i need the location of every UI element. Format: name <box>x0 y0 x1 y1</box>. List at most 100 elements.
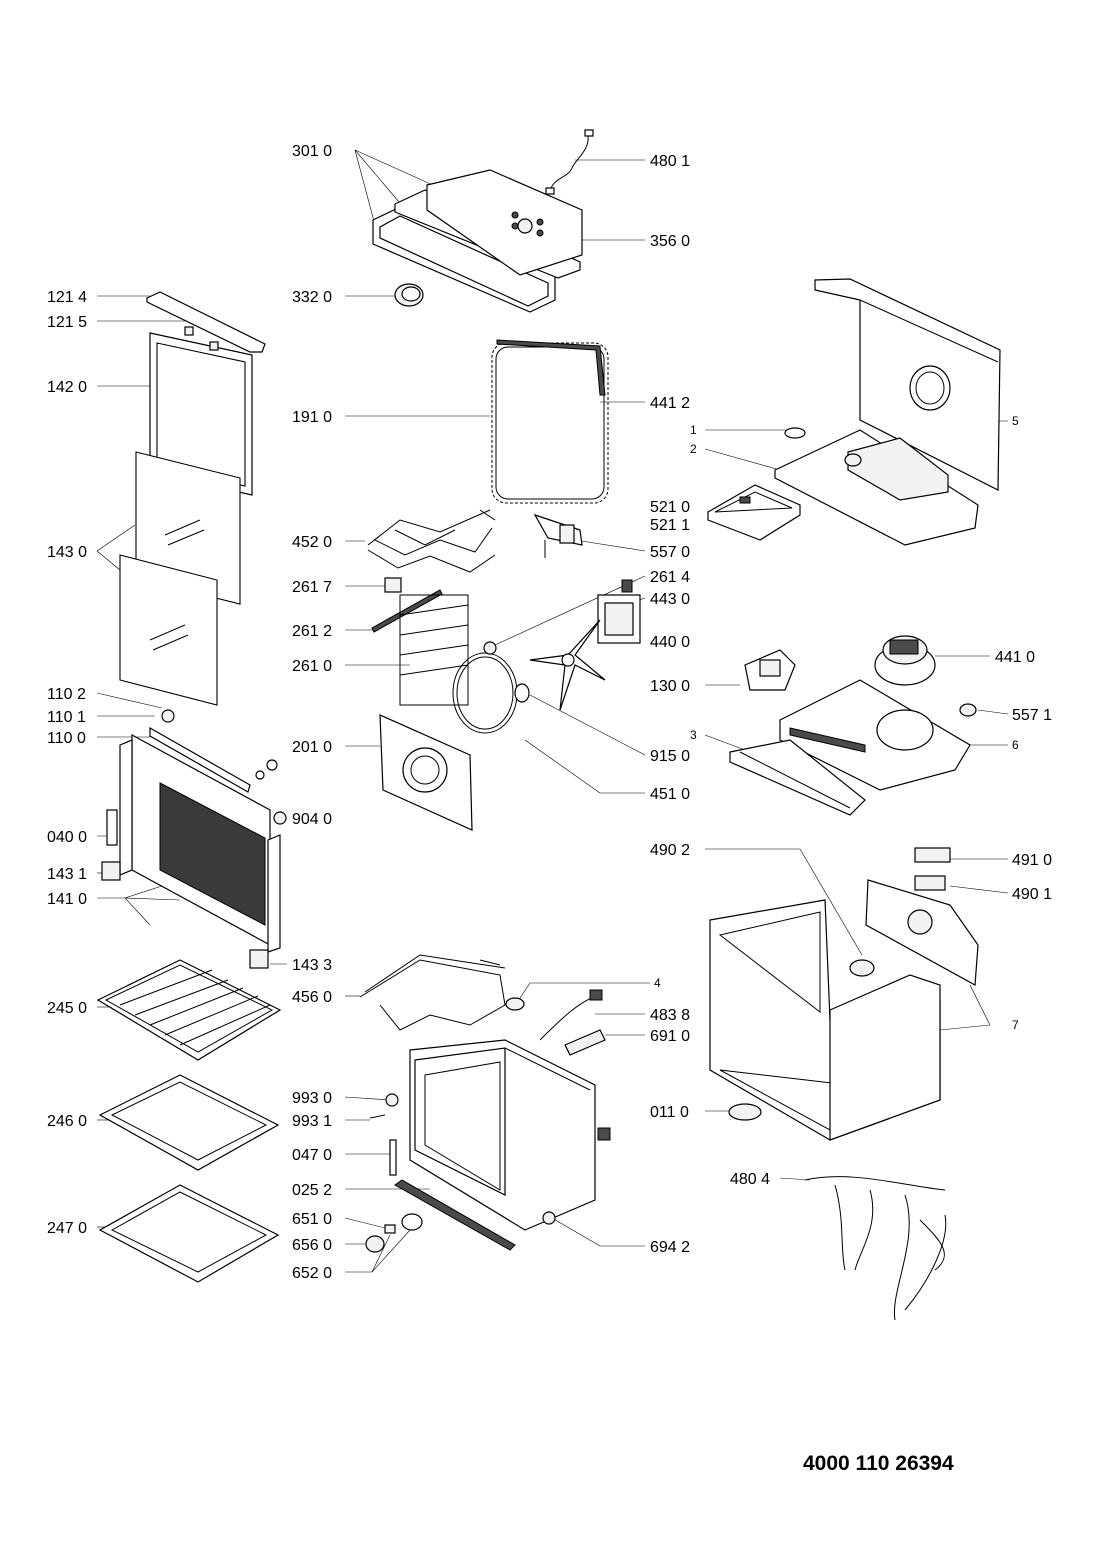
cooling-fan-motor <box>744 649 796 691</box>
callout-246-0: 246 0 <box>47 1113 87 1130</box>
callout-3: 3 <box>690 728 697 742</box>
callout-993-1: 993 1 <box>292 1113 332 1130</box>
callout-7: 7 <box>1012 1018 1019 1032</box>
callout-142-0: 142 0 <box>47 379 87 396</box>
deep-tray <box>98 1184 280 1283</box>
door-gasket <box>491 339 609 504</box>
cavity-top <box>779 679 971 791</box>
foot-011-0 <box>728 1103 762 1121</box>
callout-2: 2 <box>690 442 697 456</box>
callout-452-0: 452 0 <box>292 534 332 551</box>
switch-652-0 <box>384 1224 396 1234</box>
callout-261-0: 261 0 <box>292 658 332 675</box>
callout-143-3: 143 3 <box>292 957 332 974</box>
callout-110-2: 110 2 <box>47 686 86 703</box>
callout-483-8: 483 8 <box>650 1007 690 1024</box>
wiring-harness <box>804 1176 947 1321</box>
callout-656-0: 656 0 <box>292 1237 332 1254</box>
grill-element <box>367 509 496 573</box>
oven-cavity <box>409 1039 611 1231</box>
callout-480-1: 480 1 <box>650 153 690 170</box>
fan-motor <box>597 579 641 644</box>
callout-1: 1 <box>690 423 697 437</box>
callout-261-4: 261 4 <box>650 569 690 586</box>
callout-557-1: 557 1 <box>1012 707 1052 724</box>
electronic-module <box>707 484 801 541</box>
front-bottom-trim <box>394 1179 516 1251</box>
door-glass-2 <box>119 554 218 706</box>
callout-261-2: 261 2 <box>292 623 332 640</box>
fuse-4 <box>505 997 525 1011</box>
terminal-491-0 <box>914 847 951 863</box>
terminal-490-1 <box>914 875 946 891</box>
callout-025-2: 025 2 <box>292 1182 332 1199</box>
callout-110-1: 110 1 <box>47 709 86 726</box>
callout-557-0: 557 0 <box>650 544 690 561</box>
outer-door <box>131 726 271 947</box>
door-side-profile-left <box>119 739 133 876</box>
bushing <box>514 683 530 703</box>
screw-261-4 <box>483 641 497 655</box>
fan-cover-panel <box>379 714 473 831</box>
callout-490-2: 490 2 <box>650 842 690 859</box>
lamp-691-0 <box>564 1029 606 1056</box>
cabinet-housing <box>709 899 941 1141</box>
callout-915-0: 915 0 <box>650 748 690 765</box>
callout-651-0: 651 0 <box>292 1211 332 1228</box>
callout-261-7: 261 7 <box>292 579 332 596</box>
callout-440-0: 440 0 <box>650 634 690 651</box>
circular-element <box>452 652 518 734</box>
callout-labels: 301 0 480 1 356 0 332 0 121 4 121 5 142 … <box>47 143 1052 1282</box>
door-side-profile-right <box>267 834 281 953</box>
callout-332-0: 332 0 <box>292 289 332 306</box>
callout-121-5: 121 5 <box>47 314 87 331</box>
drawing-number: 4000 110 26394 <box>803 1452 954 1475</box>
sensor-557-1 <box>959 703 977 717</box>
callout-904-0: 904 0 <box>292 811 332 828</box>
callout-040-0: 040 0 <box>47 829 87 846</box>
callout-691-0: 691 0 <box>650 1028 690 1045</box>
control-cable <box>545 129 594 195</box>
wire-shelf <box>96 959 282 1061</box>
power-cord <box>539 989 603 1041</box>
callout-356-0: 356 0 <box>650 233 690 250</box>
callout-245-0: 245 0 <box>47 1000 87 1017</box>
shelf-support <box>371 577 469 706</box>
callout-301-0: 301 0 <box>292 143 332 160</box>
screw-993-1 <box>369 1114 386 1119</box>
callout-993-0: 993 0 <box>292 1090 332 1107</box>
callout-143-0: 143 0 <box>47 544 87 561</box>
front-trim-3 <box>729 739 866 816</box>
baking-tray <box>98 1074 280 1171</box>
callout-451-0: 451 0 <box>650 786 690 803</box>
thermostat <box>533 513 583 558</box>
callout-143-1: 143 1 <box>47 866 87 883</box>
callout-441-0: 441 0 <box>995 649 1035 666</box>
callout-480-4: 480 4 <box>730 1171 770 1188</box>
callout-191-0: 191 0 <box>292 409 332 426</box>
rear-electronics-panel <box>865 879 979 986</box>
fan-blade <box>529 619 606 711</box>
screw-904-0 <box>273 811 287 825</box>
callout-456-0: 456 0 <box>292 989 332 1006</box>
switch-651-0 <box>401 1213 423 1231</box>
callout-247-0: 247 0 <box>47 1220 87 1237</box>
callout-521-0: 521 0 <box>650 499 690 516</box>
foot-694-2 <box>542 1211 556 1225</box>
callout-441-2: 441 2 <box>650 395 690 412</box>
door-washers <box>161 709 278 780</box>
inner-door-frame <box>149 332 253 496</box>
leader-lines <box>96 149 1009 1273</box>
knob-656-0 <box>365 1235 385 1253</box>
convection-fan <box>874 635 936 686</box>
lower-heating-element <box>359 954 506 1031</box>
knob <box>394 283 424 307</box>
callout-490-1: 490 1 <box>1012 886 1052 903</box>
callout-491-0: 491 0 <box>1012 852 1052 869</box>
hinge-lower <box>249 949 269 969</box>
support-bracket-047 <box>389 1139 397 1176</box>
hinge-left <box>101 809 121 881</box>
callout-4: 4 <box>654 976 661 990</box>
callout-443-0: 443 0 <box>650 591 690 608</box>
